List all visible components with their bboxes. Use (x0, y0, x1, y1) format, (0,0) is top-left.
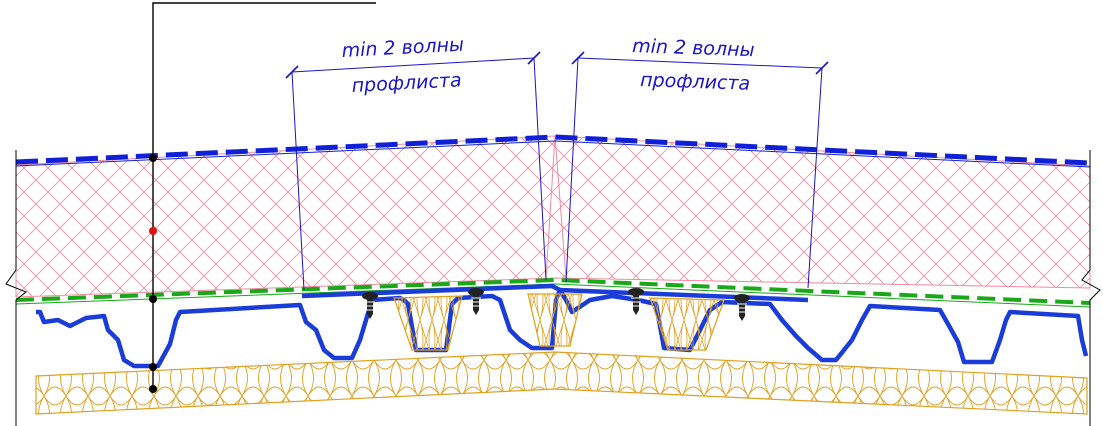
dimension-left (285, 51, 547, 291)
profile-fillers (393, 293, 725, 351)
dimension-left-line2: профлиста (351, 69, 462, 97)
bottom-insulation-layer (35, 351, 1088, 415)
screw-icon (361, 291, 379, 320)
screw-icon (467, 287, 485, 316)
dimension-right-line2: профлиста (640, 69, 751, 95)
screw-icon (733, 293, 751, 322)
leader-line (149, 2, 376, 393)
dimension-right (565, 51, 829, 289)
vapor-barrier (15, 277, 1091, 308)
dimension-right-line1: min 2 волны (632, 35, 755, 61)
dimension-left-line1: min 2 волны (341, 34, 464, 62)
break-lines (5, 150, 1101, 426)
profiled-sheet (36, 283, 1089, 369)
main-insulation-layer (15, 135, 1091, 298)
top-membrane (15, 134, 1091, 168)
